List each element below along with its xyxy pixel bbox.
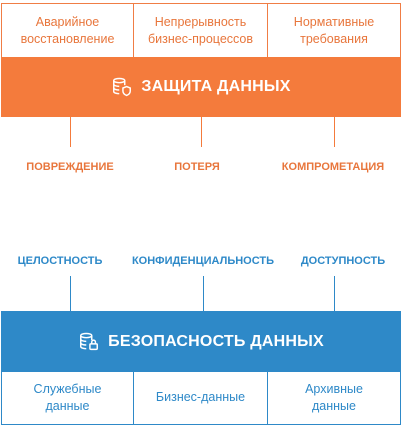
top-boxes-row: Аварийное восстановление Непрерывность б… (1, 3, 401, 57)
regulatory-requirements-box: Нормативные требования (268, 3, 401, 57)
bottom-boxes-row: Служебные данные Бизнес-данные Архивные … (1, 371, 401, 425)
connector-line-damage (70, 117, 71, 147)
property-confidentiality-label: КОНФИДЕНЦИАЛЬНОСТЬ (131, 255, 275, 267)
threat-loss-label: ПОТЕРЯ (174, 161, 220, 173)
connector-line-loss (201, 117, 202, 147)
connector-line-compromise (334, 117, 335, 147)
data-security-band: БЕЗОПАСНОСТЬ ДАННЫХ (1, 311, 401, 372)
database-shield-icon (113, 77, 132, 97)
disaster-recovery-box: Аварийное восстановление (1, 3, 134, 57)
data-protection-title: ЗАЩИТА ДАННЫХ (141, 78, 291, 95)
data-security-title: БЕЗОПАСНОСТЬ ДАННЫХ (108, 332, 324, 350)
connector-line-integrity (70, 276, 71, 311)
service-data-box: Служебные данные (1, 371, 134, 425)
business-continuity-box: Непрерывность бизнес-процессов (134, 3, 268, 57)
property-integrity-label: ЦЕЛОСТНОСТЬ (17, 255, 103, 267)
property-availability-label: ДОСТУПНОСТЬ (300, 255, 386, 267)
archive-data-box: Архивные данные (268, 371, 401, 425)
data-protection-band: ЗАЩИТА ДАННЫХ (1, 57, 401, 117)
threat-compromise-label: КОМПРОМЕТАЦИЯ (281, 161, 385, 173)
connector-line-availability (334, 276, 335, 311)
threat-damage-label: ПОВРЕЖДЕНИЕ (26, 161, 114, 173)
business-data-box: Бизнес-данные (134, 371, 268, 425)
connector-line-confidentiality (203, 276, 204, 311)
database-lock-icon (80, 332, 99, 350)
